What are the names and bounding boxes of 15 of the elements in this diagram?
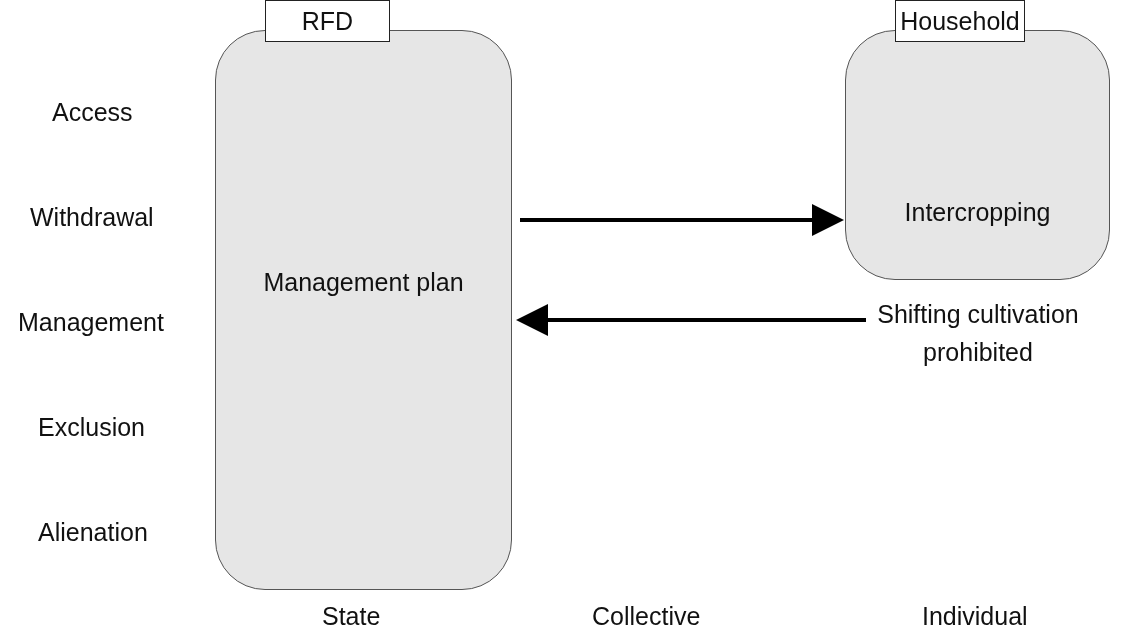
column-label: Individual — [922, 602, 1028, 631]
panel-text: Management plan — [262, 267, 465, 298]
row-label: Management — [18, 308, 164, 337]
row-label: Access — [52, 98, 133, 127]
arrow — [516, 304, 866, 336]
column-label: Collective — [592, 602, 701, 631]
row-label: Withdrawal — [30, 203, 154, 232]
column-label: State — [322, 602, 381, 631]
panel-text: Intercropping — [903, 197, 1052, 228]
row-label: Exclusion — [38, 413, 145, 442]
header-label: Household — [895, 0, 1025, 42]
row-label: Alienation — [38, 518, 148, 547]
arrow — [520, 204, 844, 236]
header-label: RFD — [265, 0, 390, 42]
note-text: Shifting cultivation prohibited — [868, 295, 1088, 410]
